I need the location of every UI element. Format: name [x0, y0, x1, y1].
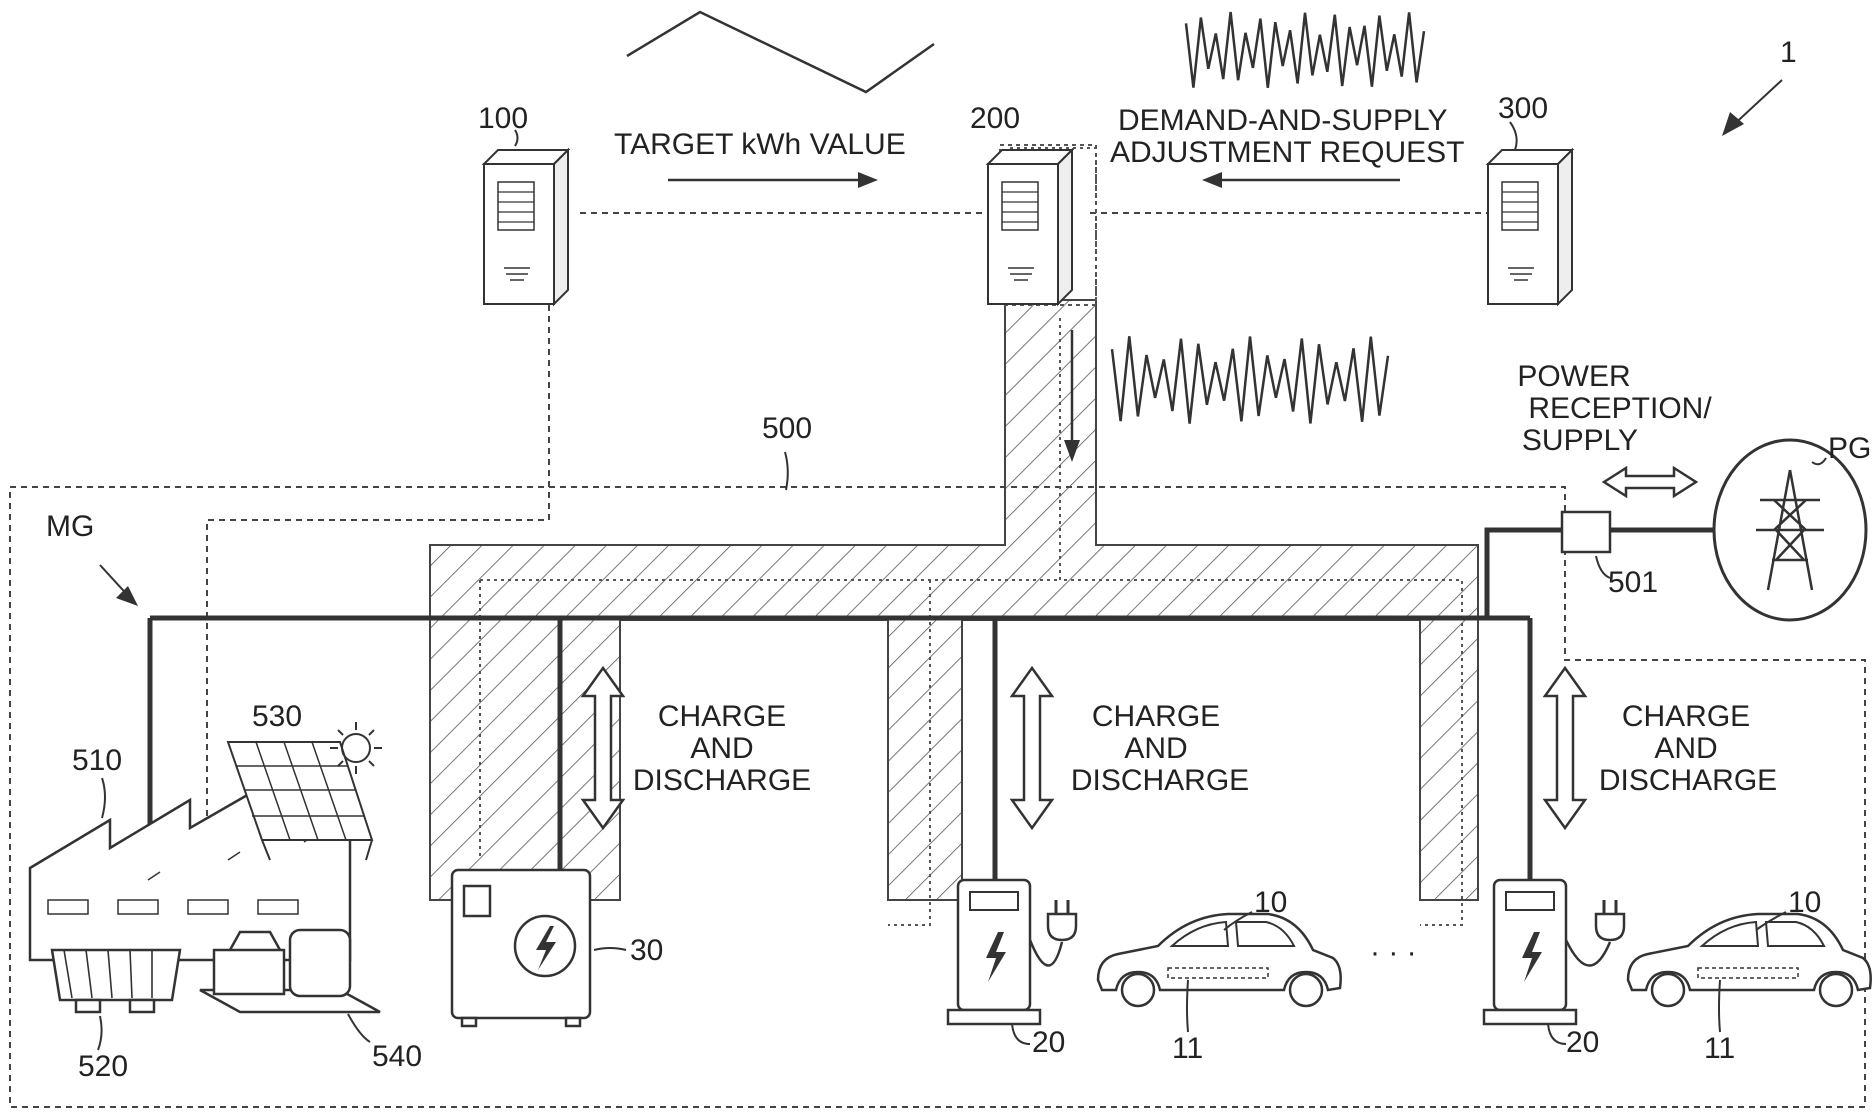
demand-request-waveform — [1184, 11, 1426, 88]
microgrid-boundary — [9, 486, 1866, 1108]
figure-ref: 1 — [1780, 36, 1797, 69]
battery-2-label: 11 — [1704, 1032, 1735, 1065]
network-500-label: 500 — [762, 412, 812, 445]
generator-540-label: 540 — [372, 1040, 422, 1073]
charger-1-leader — [1011, 1023, 1031, 1045]
mg-arrowhead — [116, 586, 138, 606]
svg-text:AND: AND — [1654, 732, 1717, 765]
power-grid-label: PG — [1828, 432, 1871, 465]
solar-530-label: 530 — [252, 700, 302, 733]
transformer-icon — [50, 948, 182, 1014]
transformer-520-label: 520 — [78, 1050, 128, 1083]
battery-2-leader — [1718, 979, 1721, 1033]
cable-2 — [1564, 939, 1612, 967]
microgrid-label: MG — [46, 510, 94, 543]
demand-arrowhead — [1202, 172, 1222, 188]
comm-line-100-factory — [206, 305, 550, 840]
charge-label-3: CHARGE AND DISCHARGE — [1599, 700, 1777, 797]
server-100-label: 100 — [478, 102, 528, 135]
sun-icon — [330, 722, 382, 774]
svg-text:DISCHARGE: DISCHARGE — [633, 764, 811, 797]
server-200-icon — [987, 149, 1073, 305]
power-reception-line2: RECEPTION/ — [1528, 392, 1712, 425]
transmission-tower-icon — [1756, 469, 1824, 591]
svg-text:DISCHARGE: DISCHARGE — [1599, 764, 1777, 797]
control-region-inner — [479, 147, 1463, 926]
charge-label-2: CHARGE AND DISCHARGE — [1071, 700, 1249, 797]
control-waveform — [1110, 336, 1390, 424]
charge-arrow-3 — [1543, 666, 1587, 830]
plug-2-icon — [1594, 898, 1626, 942]
svg-text:AND: AND — [1124, 732, 1187, 765]
charger-1-icon — [946, 878, 1042, 1026]
server-100-icon — [483, 149, 569, 305]
factory-510-leader — [101, 777, 106, 819]
relay-501-label: 501 — [1608, 566, 1658, 599]
transformer-520-leader — [97, 1015, 103, 1051]
target-kwh-waveform — [626, 10, 935, 94]
server-300-leader — [1509, 121, 1518, 151]
battery-1-label: 11 — [1172, 1032, 1203, 1065]
charger-2-leader — [1547, 1023, 1567, 1045]
vehicle-2-leader — [1755, 911, 1787, 931]
vehicle-1-leader — [1223, 911, 1253, 931]
svg-text:DISCHARGE: DISCHARGE — [1071, 764, 1249, 797]
generator-icon — [199, 928, 381, 1014]
charger-2-icon — [1482, 878, 1578, 1026]
charge-label-1: CHARGE AND DISCHARGE — [633, 700, 811, 797]
demand-label-line1: DEMAND-AND-SUPPLY — [1118, 104, 1448, 137]
power-reception-arrow — [1601, 465, 1699, 499]
charger-2-label: 20 — [1566, 1026, 1599, 1059]
storage-battery-icon — [450, 868, 592, 1028]
solar-panel-icon — [226, 741, 374, 861]
server-300-icon — [1487, 149, 1573, 305]
network-500-leader — [784, 451, 789, 491]
svg-text:CHARGE: CHARGE — [1622, 700, 1750, 733]
charger-1-label: 20 — [1032, 1026, 1065, 1059]
ellipsis: · · · — [1370, 936, 1417, 969]
svg-text:AND: AND — [690, 732, 753, 765]
svg-text:CHARGE: CHARGE — [1092, 700, 1220, 733]
plug-1-icon — [1046, 898, 1078, 942]
power-reception-line3: SUPPLY — [1522, 424, 1638, 457]
storage-30-leader — [593, 947, 627, 951]
vehicle-1-label: 10 — [1254, 886, 1287, 919]
factory-510-label: 510 — [72, 744, 122, 777]
control-region-hatched — [429, 299, 1479, 901]
battery-1-leader — [1186, 979, 1189, 1033]
power-reception-line1: POWER — [1517, 360, 1630, 393]
server-200-label: 200 — [970, 102, 1020, 135]
storage-30-label: 30 — [630, 934, 663, 967]
target-kwh-label: TARGET kWh VALUE — [614, 128, 906, 161]
svg-text:CHARGE: CHARGE — [658, 700, 786, 733]
target-arrowhead — [858, 172, 878, 188]
generator-540-leader — [347, 1013, 371, 1043]
relay-501-leader — [1595, 555, 1611, 579]
server-300-label: 300 — [1498, 92, 1548, 125]
vehicle-2-icon — [1626, 912, 1872, 1008]
cable-1 — [1028, 939, 1064, 967]
figure-ref-arrowhead — [1722, 112, 1744, 136]
control-down-arrowhead — [1064, 440, 1080, 462]
vehicle-2-label: 10 — [1788, 886, 1821, 919]
vehicle-1-icon — [1096, 912, 1342, 1008]
server-100-leader — [514, 129, 519, 147]
charge-arrow-2 — [1010, 666, 1054, 830]
power-grid-leader — [1811, 457, 1827, 466]
demand-label-line2: ADJUSTMENT REQUEST — [1110, 136, 1464, 169]
bus-to-relay — [1484, 527, 1562, 618]
relay-501-icon — [1560, 510, 1612, 554]
